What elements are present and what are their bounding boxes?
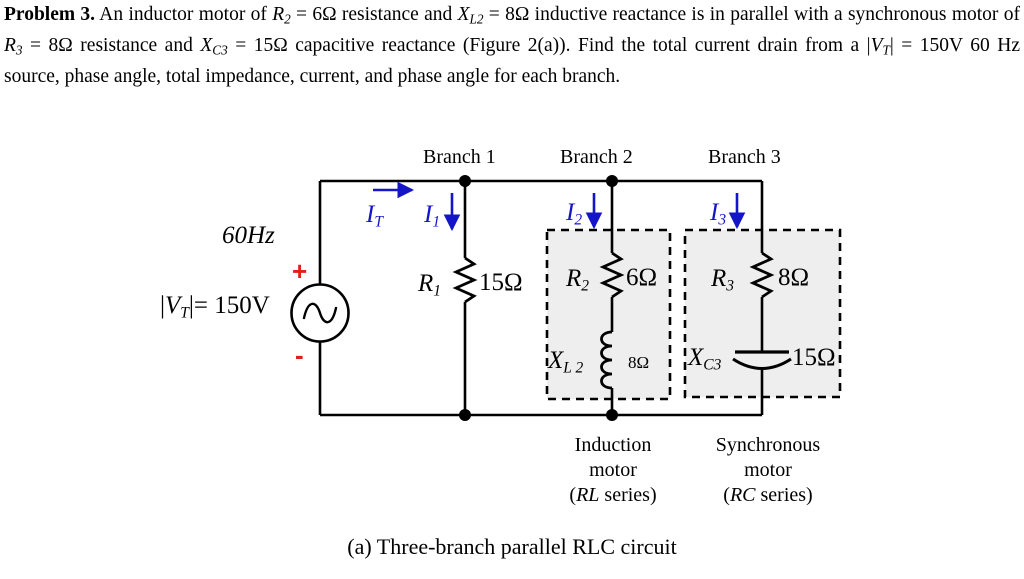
label-R1-symbol: R	[418, 270, 434, 297]
capacitor-XC3-bottom-plate	[732, 357, 792, 370]
induction-motor-caption: Induction motor (RL series)	[534, 433, 692, 508]
induction-motor-line2: motor	[589, 459, 637, 481]
induction-motor-box	[545, 228, 672, 401]
problem-text-p1: An inductor motor of	[95, 4, 273, 25]
voltage-symbol-sub: T	[180, 304, 189, 322]
frequency-label: 60Hz	[222, 222, 275, 249]
induction-motor-line1: Induction	[574, 434, 652, 456]
symbol-XC3-sub: C3	[212, 42, 228, 58]
symbol-R2-sub: 2	[284, 11, 291, 27]
inductor-XL2-symbol	[600, 330, 613, 390]
symbol-VT: V	[870, 35, 883, 57]
branch-2-label: Branch 2	[560, 146, 633, 168]
current-I3-symbol: I	[710, 199, 719, 226]
sine-wave-icon	[302, 302, 338, 324]
circuit-figure: Branch 1 Branch 2 Branch 3 60Hz |VT|= 15…	[0, 130, 1024, 579]
value-R2: 6Ω	[626, 264, 658, 291]
label-XC3: XC3	[688, 345, 721, 373]
branch-1-label: Branch 1	[423, 146, 496, 168]
branch2-top-node	[606, 175, 618, 187]
circuit-diagram-svg	[290, 175, 842, 421]
branch1-bottom-node	[459, 409, 471, 421]
label-R2-sub: 2	[581, 277, 590, 295]
synchronous-motor-line3: (RC series)	[723, 484, 813, 506]
voltage-symbol: V	[165, 292, 181, 319]
current-I1-sub: 1	[432, 213, 441, 231]
problem-statement: Problem 3. An inductor motor of R2 = 6Ω …	[4, 2, 1020, 91]
current-IT-sub: T	[374, 213, 383, 231]
current-IT-label: IT	[366, 202, 383, 230]
current-I2-sub: 2	[574, 211, 583, 229]
problem-text-p5: = 15Ω capacitive reactance (Figure 2(a))…	[227, 35, 871, 57]
symbol-R2: R	[272, 4, 285, 25]
problem-text-p6: | = 150V 60 Hz source, phase angle, tota…	[4, 35, 1020, 88]
branch-3-label: Branch 3	[708, 146, 781, 168]
current-I1-symbol: I	[424, 201, 433, 228]
resistor-R1-symbol	[452, 256, 478, 304]
induction-motor-series: series)	[599, 484, 657, 506]
symbol-XL2-sub: L2	[469, 11, 484, 27]
current-I2-label: I2	[566, 200, 582, 228]
symbol-XL2: X	[457, 4, 470, 25]
source-voltage-label: |VT|= 150V	[160, 293, 270, 321]
label-R2-symbol: R	[566, 265, 582, 292]
induction-motor-type: RL	[576, 484, 600, 506]
polarity-plus: +	[292, 256, 308, 286]
voltage-value: |= 150V	[188, 292, 270, 319]
figure-caption: (a) Three-branch parallel RLC circuit	[347, 534, 677, 559]
problem-number: Problem 3.	[4, 4, 96, 25]
symbol-XC3: X	[200, 35, 213, 57]
resistor-R3-symbol	[749, 251, 775, 299]
label-XL2: XL 2	[548, 348, 583, 376]
synchronous-motor-type: RC	[729, 484, 756, 506]
label-XC3-symbol: X	[688, 344, 704, 371]
current-I3-label: I3	[710, 200, 726, 228]
branch1-top-node	[459, 175, 471, 187]
branch2-bottom-node	[606, 409, 618, 421]
synchronous-motor-series: series)	[755, 484, 813, 506]
symbol-VT-sub: T	[882, 42, 890, 58]
label-R3-symbol: R	[711, 265, 727, 292]
induction-motor-line3: (RL series)	[569, 484, 657, 506]
value-XL2: 8Ω	[628, 353, 650, 372]
synchronous-motor-line2: motor	[744, 459, 792, 481]
resistor-R2-symbol	[599, 251, 625, 299]
label-R3: R3	[711, 266, 734, 294]
synchronous-motor-caption: Synchronous motor (RC series)	[684, 433, 852, 508]
problem-text-p4: = 8Ω resistance and	[22, 35, 201, 57]
synchronous-motor-line1: Synchronous	[715, 434, 821, 456]
label-XL2-sub: L 2	[563, 359, 584, 377]
current-I2-symbol: I	[566, 199, 575, 226]
abs-bar-open: |	[160, 292, 166, 319]
symbol-R3: R	[4, 35, 16, 57]
label-R1: R1	[418, 271, 441, 299]
current-I3-sub: 3	[718, 211, 727, 229]
value-R3: 8Ω	[778, 264, 810, 291]
label-XL2-symbol: X	[548, 347, 564, 374]
value-XC3: 15Ω	[792, 344, 836, 371]
value-R1: 15Ω	[479, 269, 523, 296]
problem-text-p3: = 8Ω inductive reactance is in parallel …	[483, 4, 1020, 25]
symbol-R3-sub: 3	[15, 42, 23, 58]
label-R2: R2	[566, 266, 589, 294]
label-XC3-sub: C3	[703, 356, 722, 374]
label-R3-sub: 3	[726, 277, 735, 295]
current-I1-label: I1	[424, 202, 440, 230]
label-R1-sub: 1	[433, 282, 442, 300]
polarity-minus: -	[295, 340, 304, 370]
problem-text-p2: = 6Ω resistance and	[290, 4, 458, 25]
current-IT-symbol: I	[366, 201, 375, 228]
